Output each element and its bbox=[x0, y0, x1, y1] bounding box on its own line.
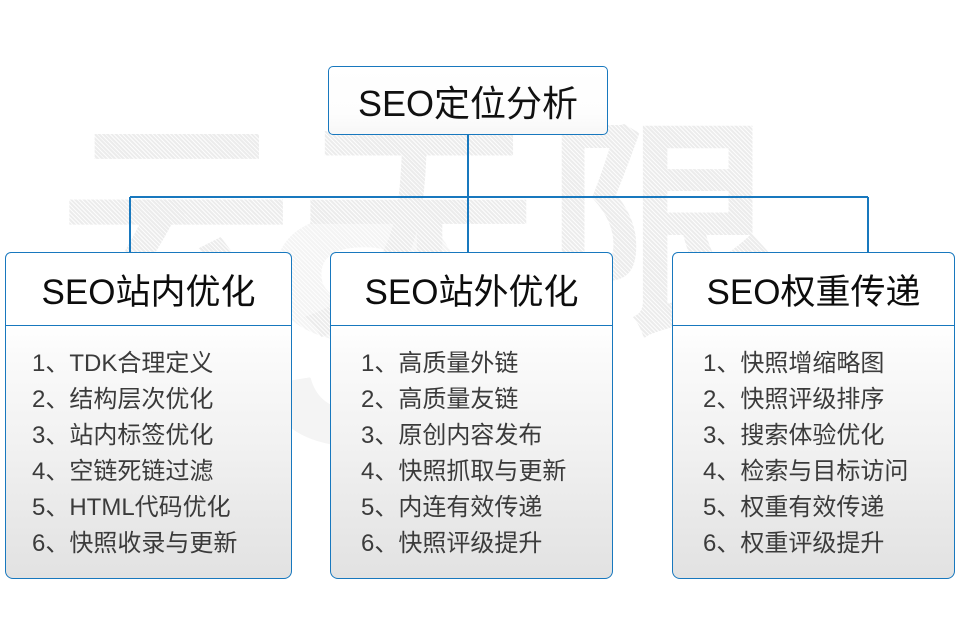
column-title: SEO站外优化 bbox=[364, 272, 579, 312]
column-title: SEO权重传递 bbox=[706, 272, 921, 312]
column-title: SEO站内优化 bbox=[41, 272, 256, 312]
list-item: 3、站内标签优化 bbox=[32, 422, 214, 449]
list-item: 6、快照评级提升 bbox=[361, 530, 543, 557]
column-seo-onsite[interactable]: SEO站内优化 1、TDK合理定义 2、结构层次优化 3、站内标签优化 4、空链… bbox=[5, 252, 292, 579]
list-item: 6、权重评级提升 bbox=[703, 530, 885, 557]
list-item: 6、快照收录与更新 bbox=[32, 530, 238, 557]
list-item: 5、权重有效传递 bbox=[703, 494, 885, 521]
list-item: 1、TDK合理定义 bbox=[32, 350, 214, 377]
list-item: 3、原创内容发布 bbox=[361, 422, 543, 449]
root-node-label: SEO定位分析 bbox=[357, 82, 579, 124]
column-list-seo-weight: 1、快照增缩略图 2、快照评级排序 3、搜索体验优化 4、检索与目标访问 5、权… bbox=[672, 326, 955, 579]
column-seo-offsite[interactable]: SEO站外优化 1、高质量外链 2、高质量友链 3、原创内容发布 4、快照抓取与… bbox=[330, 252, 613, 579]
list-item: 4、空链死链过滤 bbox=[32, 458, 214, 485]
list-item: 1、高质量外链 bbox=[361, 350, 519, 377]
column-header-seo-weight[interactable]: SEO权重传递 bbox=[672, 252, 955, 326]
list-item: 5、内连有效传递 bbox=[361, 494, 543, 521]
column-list-seo-offsite: 1、高质量外链 2、高质量友链 3、原创内容发布 4、快照抓取与更新 5、内连有… bbox=[330, 326, 613, 579]
root-node-seo-positioning[interactable]: SEO定位分析 bbox=[328, 66, 608, 135]
list-item: 2、快照评级排序 bbox=[703, 386, 885, 413]
list-item: 2、结构层次优化 bbox=[32, 386, 214, 413]
list-item: 2、高质量友链 bbox=[361, 386, 519, 413]
list-item: 5、HTML代码优化 bbox=[32, 494, 231, 521]
column-list-seo-onsite: 1、TDK合理定义 2、结构层次优化 3、站内标签优化 4、空链死链过滤 5、H… bbox=[5, 326, 292, 579]
list-item: 4、快照抓取与更新 bbox=[361, 458, 567, 485]
list-item: 3、搜索体验优化 bbox=[703, 422, 885, 449]
column-header-seo-offsite[interactable]: SEO站外优化 bbox=[330, 252, 613, 326]
list-item: 1、快照增缩略图 bbox=[703, 350, 885, 377]
column-header-seo-onsite[interactable]: SEO站内优化 bbox=[5, 252, 292, 326]
list-item: 4、检索与目标访问 bbox=[703, 458, 909, 485]
column-seo-weight[interactable]: SEO权重传递 1、快照增缩略图 2、快照评级排序 3、搜索体验优化 4、检索与… bbox=[672, 252, 955, 579]
